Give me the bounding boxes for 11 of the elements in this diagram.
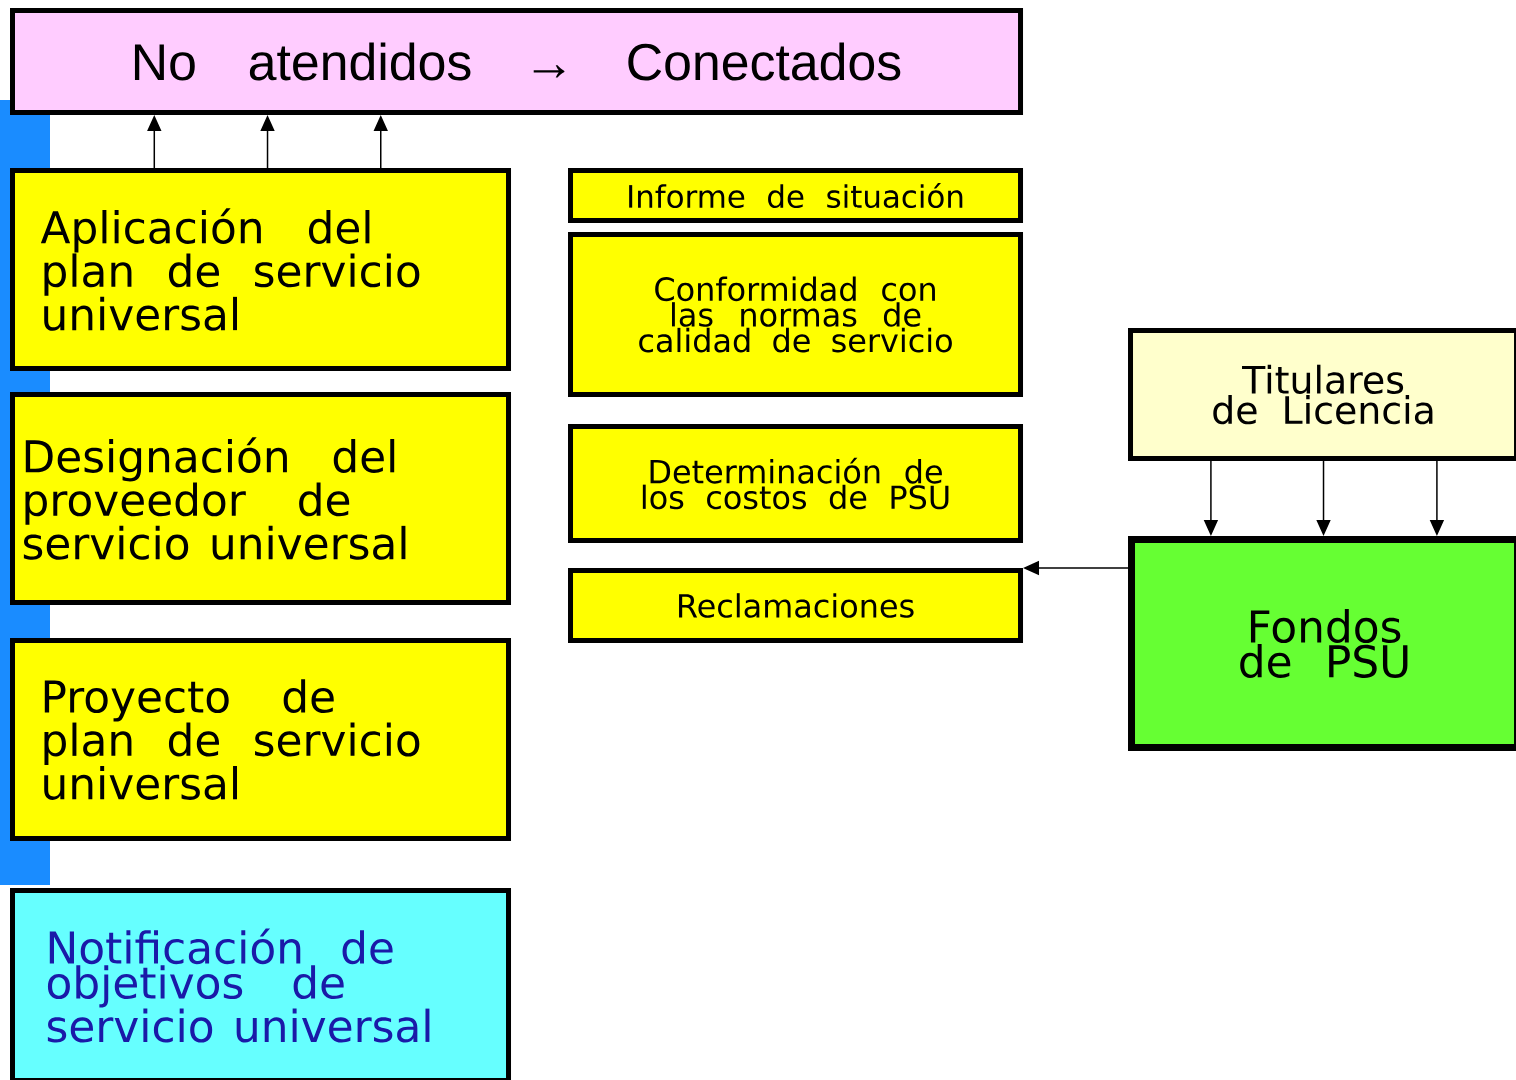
process-box: Informe de situación [568,168,1023,223]
process-box: Reclamaciones [568,568,1023,643]
fund-box: Fondos de PSU [1128,536,1516,751]
process-box: Conformidad con las normas de calidad de servicio [568,232,1023,397]
process-box: Titulares de Licencia [1128,328,1516,461]
process-box: Proyecto de plan de servicio universal [10,638,511,841]
process-box: Notificación de objetivos de servicio universal [10,888,511,1080]
process-box: Aplicación del plan de servicio universal [10,168,511,371]
title-box: No atendidos → Conectados [10,8,1023,115]
process-box: Designación del proveedor de servicio universal [10,392,511,605]
process-box: Determinación de los costos de PSU [568,424,1023,543]
